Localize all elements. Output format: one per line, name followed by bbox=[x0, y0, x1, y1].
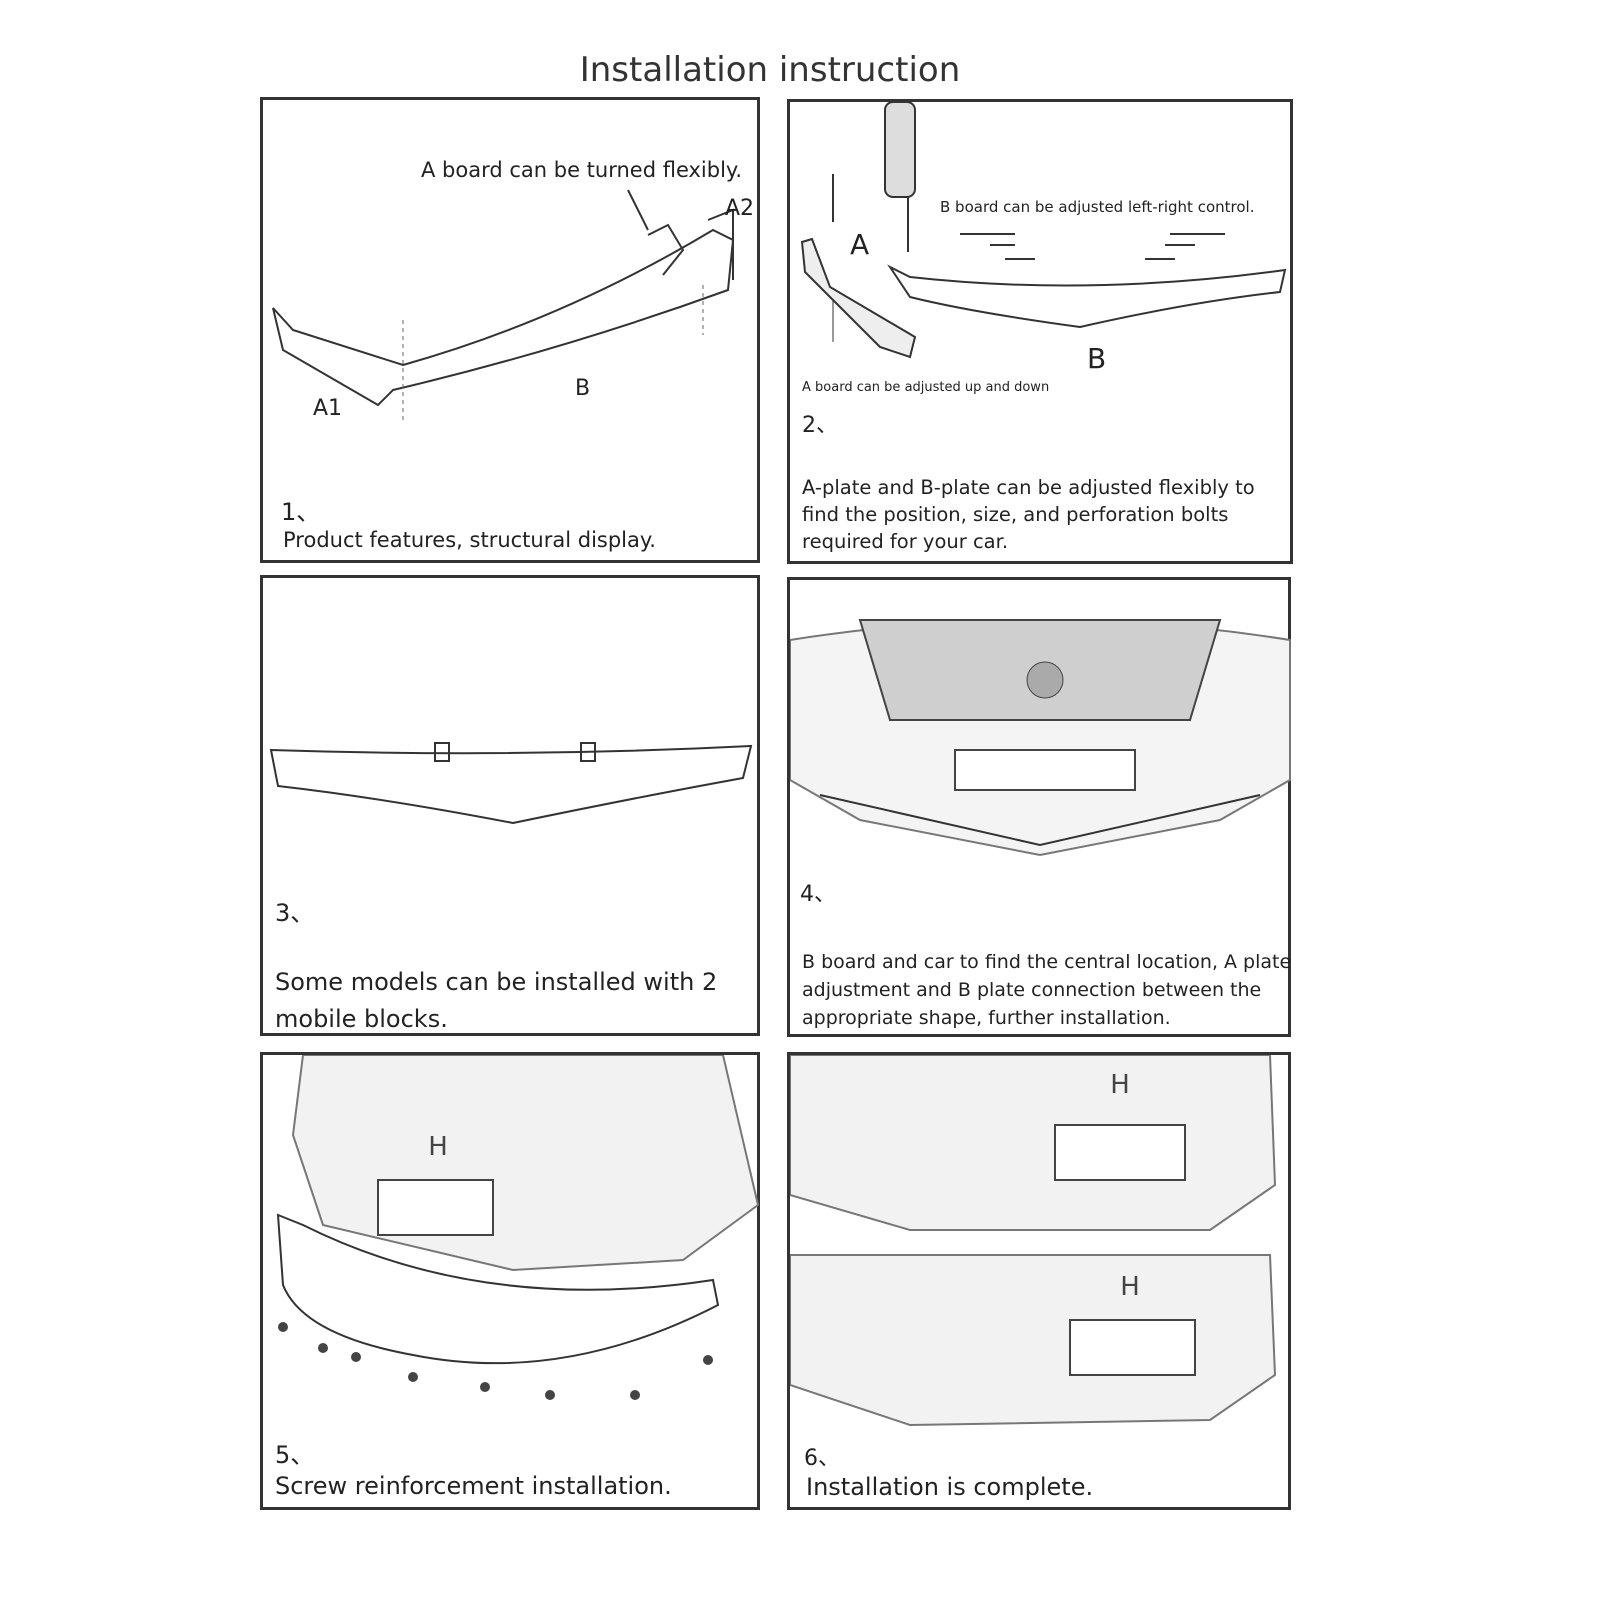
step-caption: Screw reinforcement installation. bbox=[275, 1472, 672, 1500]
page-title: Installation instruction bbox=[579, 50, 961, 90]
step-3-panel: 3、 Some models can be installed with 2 m… bbox=[260, 575, 760, 1036]
note-b-board: B board can be adjusted left-right contr… bbox=[940, 198, 1255, 216]
step-number: 4、 bbox=[800, 882, 836, 907]
step-number: 5、 bbox=[275, 1441, 315, 1469]
step-caption: A-plate and B-plate can be adjusted flex… bbox=[802, 476, 1255, 553]
step-6-panel: H H 6、 Installation is complete. bbox=[787, 1052, 1291, 1510]
step-number: 6、 bbox=[804, 1446, 840, 1471]
svg-text:H: H bbox=[1110, 1070, 1130, 1100]
honda-logo: H bbox=[428, 1132, 448, 1162]
step-caption: Some models can be installed with 2 mobi… bbox=[275, 968, 718, 1033]
step-number: 1、 bbox=[281, 498, 321, 526]
car-front-with-lip-illustration bbox=[790, 619, 1291, 857]
step-caption: B board and car to find the central loca… bbox=[802, 951, 1292, 1029]
front-lip-structure-illustration bbox=[272, 189, 735, 420]
step-number: 3、 bbox=[275, 899, 315, 927]
b-board-with-blocks-illustration bbox=[269, 742, 753, 825]
label-b: B bbox=[575, 376, 591, 401]
label-a2: A2 bbox=[725, 196, 755, 221]
drill-icon bbox=[884, 102, 916, 198]
svg-text:H: H bbox=[1120, 1272, 1140, 1302]
board-adjustment-illustration bbox=[800, 102, 1287, 359]
note-board-flexible: A board can be turned flexibly. bbox=[421, 158, 743, 182]
label-a: A bbox=[850, 228, 870, 261]
step-caption: Installation is complete. bbox=[806, 1473, 1094, 1501]
step-1-panel: A board can be turned flexibly. A2 A1 B … bbox=[260, 97, 760, 563]
installed-lip-photos: H H bbox=[790, 1055, 1277, 1427]
step-caption: Product features, structural display. bbox=[283, 528, 656, 552]
step-5-panel: H 5、 Screw reinforcement installation. bbox=[260, 1052, 760, 1510]
label-b: B bbox=[1087, 342, 1107, 375]
step-4-panel: 4、 B board and car to find the central l… bbox=[787, 577, 1291, 1037]
label-a1: A1 bbox=[313, 396, 343, 421]
note-a-board: A board can be adjusted up and down bbox=[802, 380, 1050, 395]
step-2-panel: B board can be adjusted left-right contr… bbox=[787, 99, 1293, 564]
step-number: 2、 bbox=[802, 413, 838, 438]
screws-icon bbox=[278, 1322, 713, 1400]
screw-installation-illustration: H bbox=[276, 1055, 760, 1400]
